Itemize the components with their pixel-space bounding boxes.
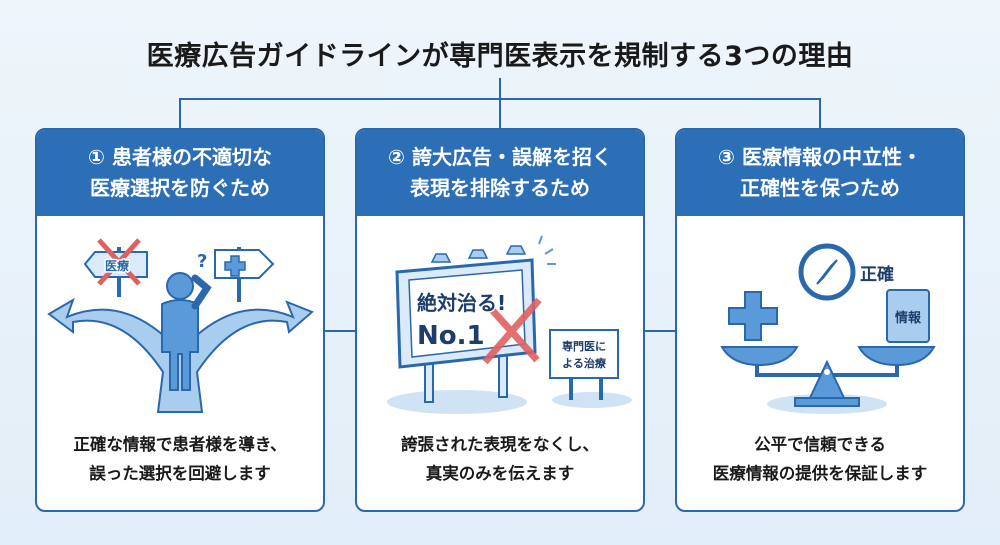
connector-line [325,330,355,332]
connector-line [499,78,501,99]
description-line: 正確な情報で患者様を導き、 [73,435,287,454]
sign-label: 医療 [105,258,129,273]
billboard-text: No.1 [417,321,485,351]
description-line: 医療情報の提供を保証します [712,464,928,483]
small-sign-text: 専門医に [562,339,606,353]
billboard-icon: 絶対治る! No.1 専門医に よる治療 [387,235,632,414]
description-line: 真実のみを伝えます [425,464,575,483]
compass-label: 正確 [860,264,894,285]
description-line: 公平で信頼できる [754,435,886,454]
card-header: ② 誇大広告・誤解を招く 表現を排除するため [357,130,643,216]
reason-card-3: ③ 医療情報の中立性・ 正確性を保つため 正確 情報 公平で信頼できる 医療情報… [675,128,965,512]
card-description: 誇張された表現をなくし、 真実のみを伝えます [357,430,643,488]
connector-line [819,98,821,129]
crossroads-person-icon: 医療 ? [47,238,314,413]
card-header: ③ 医療情報の中立性・ 正確性を保つため [677,130,963,216]
reason-card-2: ② 誇大広告・誤解を招く 表現を排除するため 絶対治る! No.1 専門医に よ… [355,128,645,512]
balance-scale-icon: 正確 情報 [720,243,936,414]
cross-mark-icon [97,238,141,286]
card-header-line: ③ 医療情報の中立性・ [718,145,922,169]
book-label: 情報 [895,310,922,326]
card-header-line: ② 誇大広告・誤解を招く [388,145,612,169]
connector-line [179,98,181,129]
reason-card-1: ① 患者様の不適切な 医療選択を防ぐため 医療 ? 正確な情報で患者様を導き、 … [35,128,325,512]
description-line: 誇張された表現をなくし、 [401,435,599,454]
card-header-line: 表現を排除するため [410,176,590,200]
page-title: 医療広告ガイドラインが専門医表示を規制する3つの理由 [146,41,854,72]
card-description: 公平で信頼できる 医療情報の提供を保証します [677,430,963,488]
card-header: ① 患者様の不適切な 医療選択を防ぐため [37,130,323,216]
billboard-text: 絶対治る! [417,291,506,315]
card-description: 正確な情報で患者様を導き、 誤った選択を回避します [37,430,323,488]
connector-line [499,98,501,129]
connector-line [645,330,675,332]
cross-mark-icon [482,297,542,365]
card-header-line: ① 患者様の不適切な [88,145,272,169]
question-mark: ? [197,251,207,272]
description-line: 誤った選択を回避します [89,464,271,483]
card-header-line: 正確性を保つため [740,176,900,200]
small-sign-text: よる治療 [562,356,607,370]
card-header-line: 医療選択を防ぐため [90,176,270,200]
